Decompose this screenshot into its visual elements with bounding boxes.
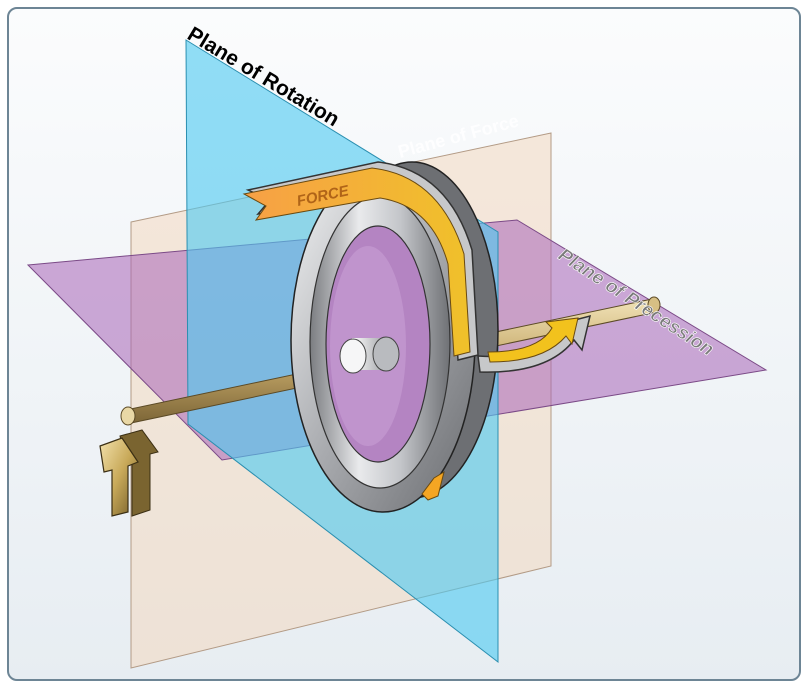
force-arrow: FORCE: [242, 161, 479, 361]
wheel-hub: [339, 336, 400, 374]
rotation-arrow: [421, 470, 445, 501]
precession-arrow: [477, 314, 592, 373]
lift-arrow: [99, 429, 159, 517]
